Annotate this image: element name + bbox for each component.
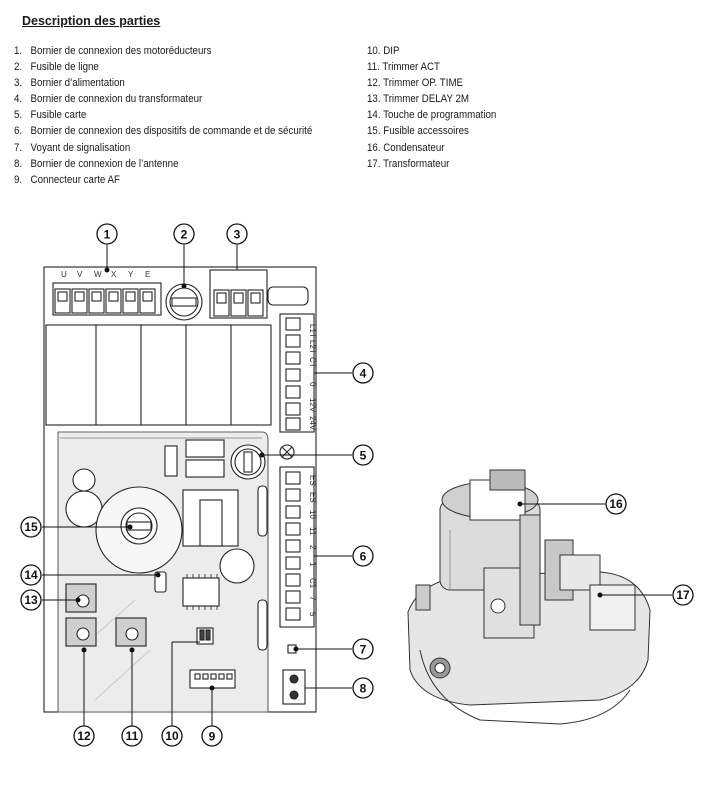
svg-text:5: 5 — [360, 449, 367, 463]
terminal-label: W — [94, 270, 102, 279]
callout-17: 17 — [672, 584, 694, 606]
control-terminal-block — [279, 466, 315, 628]
trimmer-op-time — [65, 617, 97, 647]
list-item: 4.Bornier de connexion du transformateur — [14, 93, 203, 106]
terminal-label: L2T — [308, 340, 317, 354]
terminal-label: 12V — [308, 398, 317, 413]
motor-assembly-illustration — [407, 469, 651, 725]
list-item: 1.Bornier de connexion des motoréducteur… — [14, 45, 212, 57]
callout-1: 1 — [96, 223, 118, 245]
callout-11: 11 — [121, 725, 143, 747]
svg-text:9: 9 — [209, 730, 216, 744]
list-item: 6.Bornier de connexion des dispositifs d… — [14, 125, 313, 138]
relay-row — [45, 324, 272, 426]
callout-6: 6 — [352, 545, 374, 567]
callout-14: 14 — [20, 564, 42, 586]
svg-text:14: 14 — [24, 568, 38, 582]
terminal-label: 11 — [308, 527, 317, 536]
svg-text:2: 2 — [181, 228, 188, 242]
svg-text:7: 7 — [360, 643, 367, 657]
terminal-label: 7 — [308, 596, 317, 601]
motor-terminal-block — [52, 282, 162, 316]
accessories-fuse — [95, 486, 183, 574]
chip — [182, 577, 220, 607]
list-item: 2.Fusible de ligne — [14, 61, 99, 74]
svg-text:3: 3 — [234, 228, 241, 242]
list-item: 5.Fusible carte — [14, 109, 87, 122]
callout-9: 9 — [201, 725, 223, 747]
list-item: 3.Bornier d’alimentation — [14, 77, 125, 90]
terminal-label: 2 — [308, 545, 317, 550]
power-terminal-block — [209, 269, 309, 319]
callout-8: 8 — [352, 677, 374, 699]
transformer-terminal-block — [279, 313, 315, 433]
callout-16: 16 — [605, 493, 627, 515]
terminal-label: 1 — [308, 562, 317, 567]
svg-text:13: 13 — [24, 593, 38, 607]
svg-text:16: 16 — [609, 497, 623, 511]
list-item: 14. Touche de programmation — [367, 109, 497, 122]
svg-text:10: 10 — [165, 729, 179, 743]
list-item: 9.Connecteur carte AF — [14, 173, 120, 186]
callout-4: 4 — [352, 362, 374, 384]
line-fuse — [165, 283, 203, 321]
callout-13: 13 — [20, 589, 42, 611]
leader-lines — [42, 245, 672, 726]
svg-text:15: 15 — [24, 520, 38, 534]
list-item: 13. Trimmer DELAY 2M — [367, 93, 470, 106]
terminal-label: U — [61, 270, 67, 279]
terminal-label: X — [111, 270, 117, 279]
terminal-label: V — [77, 270, 83, 279]
list-item: 15. Fusible accessoires — [367, 125, 469, 138]
list-item: 12. Trimmer OP. TIME — [367, 77, 464, 90]
af-card-connector — [189, 669, 236, 689]
terminal-label: ES — [308, 492, 317, 503]
parts-list-left: 1.Bornier de connexion des motoréducteur… — [14, 43, 338, 188]
terminal-label: ES — [308, 475, 317, 486]
svg-text:11: 11 — [126, 729, 139, 743]
trimmer-delay-2m — [65, 583, 97, 613]
callout-10: 10 — [161, 725, 183, 747]
terminal-label: L1T — [308, 324, 317, 338]
callout-2: 2 — [173, 223, 195, 245]
control-board: U V W X Y E — [43, 266, 317, 713]
callout-12: 12 — [73, 725, 95, 747]
page-title: Description des parties — [22, 14, 161, 28]
terminal-label: 5 — [308, 612, 317, 617]
svg-text:1: 1 — [104, 228, 111, 242]
terminal-label: CT — [308, 357, 317, 368]
terminal-label: Y — [128, 270, 134, 279]
svg-text:4: 4 — [360, 367, 367, 381]
callout-15: 15 — [20, 516, 42, 538]
list-item: 8.Bornier de connexion de l’antenne — [14, 157, 179, 170]
svg-text:12: 12 — [77, 729, 91, 743]
callout-3: 3 — [226, 223, 248, 245]
svg-text:17: 17 — [676, 588, 690, 602]
callout-7: 7 — [352, 638, 374, 660]
terminal-label: 0 — [308, 382, 317, 387]
svg-text:6: 6 — [360, 550, 367, 564]
terminal-label: 24V — [308, 416, 317, 431]
list-item: 7.Voyant de signalisation — [14, 141, 131, 154]
terminal-label: C1 — [308, 578, 317, 589]
list-item: 11. Trimmer ACT — [367, 61, 440, 74]
svg-text:8: 8 — [360, 682, 367, 696]
terminal-label: 10 — [308, 510, 317, 519]
list-item: 17. Transformateur — [367, 157, 450, 170]
callouts: 1 2 3 4 5 6 7 8 9 10 11 12 13 14 15 16 1… — [20, 223, 694, 747]
list-item: 10. DIP — [367, 45, 400, 57]
callout-5: 5 — [352, 444, 374, 466]
dip-switch — [196, 627, 214, 645]
parts-list-right: 10. DIP 11. Trimmer ACT 12. Trimmer OP. … — [367, 43, 508, 172]
trimmer-act — [115, 617, 147, 647]
terminal-label: E — [145, 270, 150, 279]
antenna-terminal-block — [282, 669, 306, 705]
list-item: 16. Condensateur — [367, 141, 445, 154]
